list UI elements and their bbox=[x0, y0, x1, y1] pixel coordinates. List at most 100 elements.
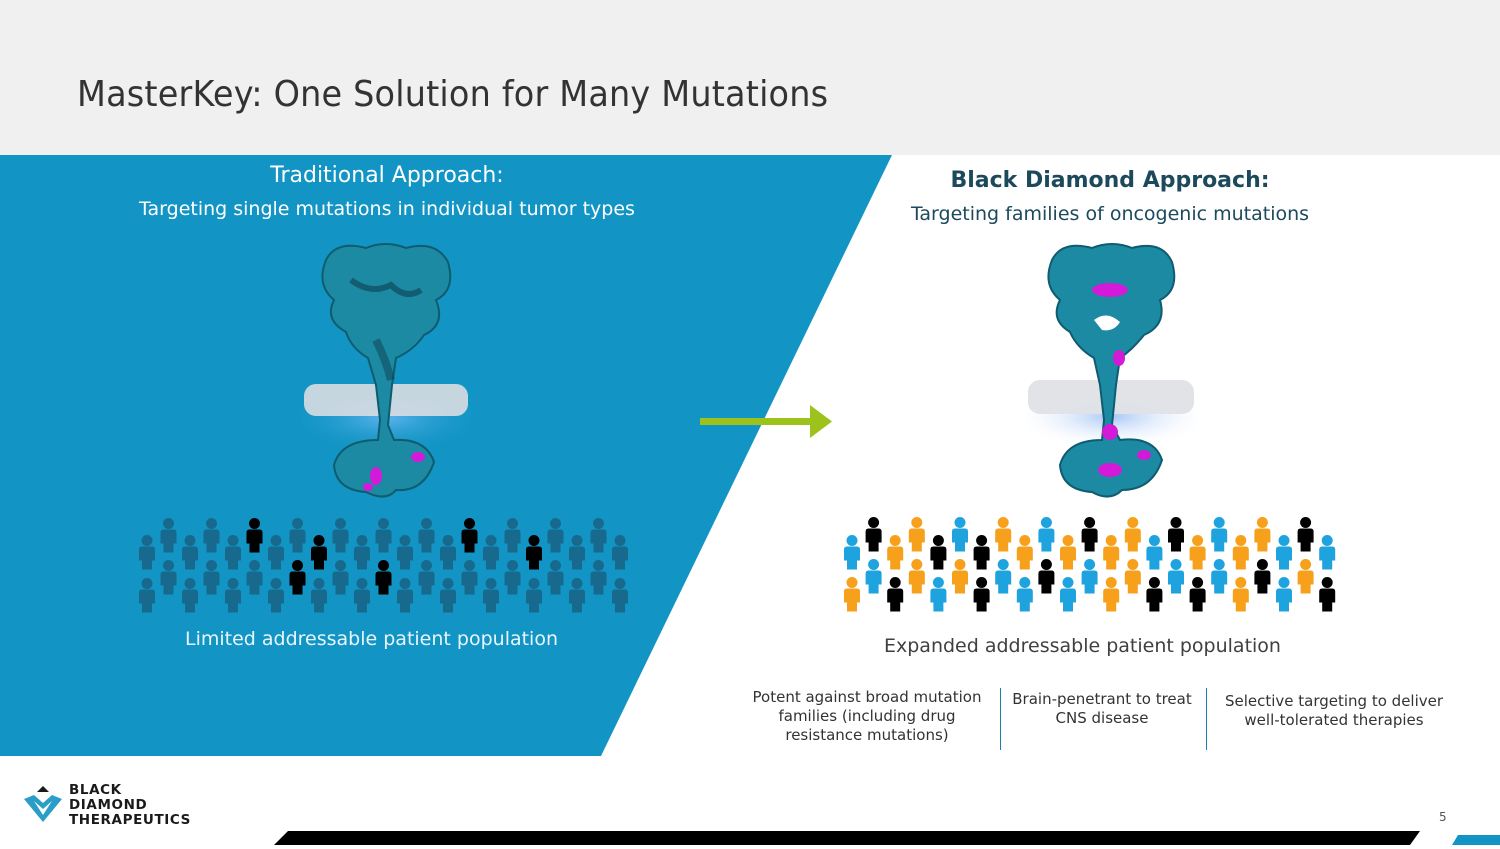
patient-figure-black bbox=[1081, 517, 1098, 552]
receptor-protein-image-traditional bbox=[296, 240, 476, 506]
patient-figure-blue bbox=[930, 577, 947, 612]
black-diamond-subheading: Targeting families of oncogenic mutation… bbox=[910, 203, 1310, 225]
patient-figure-orange bbox=[1124, 559, 1141, 594]
patient-figure-orange bbox=[1103, 535, 1120, 570]
feature-selective: Selective targeting to deliver well-tole… bbox=[1224, 692, 1444, 729]
patient-figure bbox=[440, 535, 456, 570]
patient-figure-highlighted bbox=[289, 560, 306, 595]
patient-figure-blue bbox=[1276, 535, 1292, 570]
traditional-subheading: Targeting single mutations in individual… bbox=[139, 198, 635, 220]
patient-figure-black bbox=[1038, 559, 1055, 594]
patient-figure-blue bbox=[1211, 517, 1228, 552]
patient-figure bbox=[332, 560, 349, 595]
wordmark-line-3: THERAPEUTICS bbox=[69, 812, 191, 828]
patient-figure-black bbox=[1319, 577, 1336, 612]
patient-figure bbox=[203, 560, 220, 595]
limited-population-label: Limited addressable patient population bbox=[185, 628, 559, 650]
patient-figure bbox=[547, 560, 564, 595]
feature-divider bbox=[1000, 688, 1001, 750]
patient-figure bbox=[160, 560, 177, 595]
patient-figure-orange bbox=[908, 559, 925, 594]
patient-figure bbox=[225, 535, 241, 570]
patient-figure bbox=[526, 578, 542, 613]
patient-figure bbox=[504, 518, 521, 553]
traditional-heading: Traditional Approach: bbox=[270, 163, 504, 188]
patient-figure-blue bbox=[995, 559, 1012, 594]
patient-figure-blue bbox=[1211, 559, 1228, 594]
patient-figure-orange bbox=[1254, 517, 1271, 552]
patient-figure-orange bbox=[1297, 559, 1314, 594]
patient-figure-blue bbox=[952, 517, 968, 552]
patient-figure bbox=[547, 518, 564, 553]
patient-figure bbox=[418, 518, 435, 553]
patient-figure bbox=[612, 578, 628, 613]
patient-figure-blue bbox=[1060, 577, 1076, 612]
patient-figure-blue bbox=[1146, 535, 1163, 570]
feature-brain-penetrant: Brain-penetrant to treat CNS disease bbox=[1012, 690, 1192, 727]
company-wordmark: BLACK DIAMOND THERAPEUTICS bbox=[69, 783, 191, 828]
patient-figure bbox=[139, 535, 155, 570]
patient-figure bbox=[354, 535, 370, 570]
patient-figure-orange bbox=[1016, 535, 1033, 570]
patient-figure bbox=[397, 535, 413, 570]
patient-figure-orange bbox=[1103, 577, 1120, 612]
page-number: 5 bbox=[1439, 810, 1447, 824]
patient-figure bbox=[440, 578, 456, 613]
patient-figure bbox=[483, 578, 499, 613]
feature-potent: Potent against broad mutation families (… bbox=[752, 688, 982, 744]
slide-title: MasterKey: One Solution for Many Mutatio… bbox=[77, 74, 829, 115]
patient-figure bbox=[354, 578, 370, 613]
patient-figure bbox=[182, 535, 198, 570]
patient-figure-highlighted bbox=[246, 518, 263, 553]
patient-figure bbox=[569, 535, 585, 570]
patient-figure-highlighted bbox=[311, 535, 327, 570]
patient-figure-orange bbox=[1232, 535, 1249, 570]
patient-figure bbox=[160, 518, 177, 553]
patient-figure bbox=[203, 518, 220, 553]
expanded-population-label: Expanded addressable patient population bbox=[884, 635, 1281, 657]
patient-figure-orange bbox=[1189, 535, 1206, 570]
patient-figure-orange bbox=[1232, 577, 1249, 612]
patient-figure bbox=[139, 578, 155, 613]
patient-figure bbox=[569, 578, 585, 613]
patient-figure-black bbox=[973, 577, 990, 612]
patient-figure bbox=[225, 578, 241, 613]
patient-figure bbox=[268, 535, 284, 570]
arrow-head bbox=[810, 405, 832, 438]
patient-figure bbox=[590, 518, 607, 553]
footer-bar bbox=[0, 830, 1500, 849]
black-diamond-heading: Black Diamond Approach: bbox=[950, 168, 1270, 193]
patient-figure-orange bbox=[1060, 535, 1076, 570]
patient-figure-black bbox=[1146, 577, 1163, 612]
patient-figure-black bbox=[865, 517, 882, 552]
patient-figure-black bbox=[1297, 517, 1314, 552]
patient-figure bbox=[375, 518, 392, 553]
patient-figure-blue bbox=[1081, 559, 1098, 594]
patient-figure-blue bbox=[1319, 535, 1336, 570]
patient-figure-orange bbox=[844, 577, 860, 612]
patient-figure-highlighted bbox=[526, 535, 542, 570]
patient-figure bbox=[612, 535, 628, 570]
patient-figure-blue bbox=[1016, 577, 1033, 612]
patient-figure bbox=[504, 560, 521, 595]
patient-figure bbox=[418, 560, 435, 595]
patient-figure-black bbox=[1168, 517, 1184, 552]
wordmark-line-2: DIAMOND bbox=[69, 797, 148, 813]
arrow-shaft bbox=[700, 418, 812, 425]
patient-figure-orange bbox=[995, 517, 1012, 552]
patient-figure-blue bbox=[865, 559, 882, 594]
patient-figure bbox=[461, 560, 478, 595]
patient-figure bbox=[182, 578, 198, 613]
patient-figure-black bbox=[887, 577, 904, 612]
patient-figure bbox=[311, 578, 327, 613]
patient-figure-black bbox=[973, 535, 990, 570]
patient-figure bbox=[289, 518, 306, 553]
slide-header: MasterKey: One Solution for Many Mutatio… bbox=[0, 0, 1500, 155]
patient-figure-blue bbox=[1276, 577, 1292, 612]
patient-figure-orange bbox=[952, 559, 968, 594]
feature-divider bbox=[1206, 688, 1207, 750]
patient-figure-orange bbox=[887, 535, 904, 570]
patient-figure bbox=[483, 535, 499, 570]
wordmark-line-1: BLACK bbox=[69, 782, 122, 798]
